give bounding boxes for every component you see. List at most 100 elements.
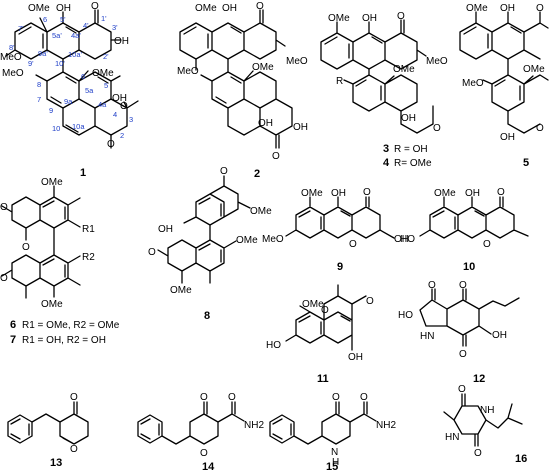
compound-2-ome-label: OMe (195, 3, 217, 14)
compound-16-nh-label: NH (480, 405, 494, 416)
compound-1-ring-d (46, 71, 80, 109)
compound-2-rings-bottom (195, 58, 293, 149)
compound-3-label: 3 (383, 143, 389, 155)
atom-number: 3' (112, 23, 118, 32)
compound-12-structure: O O HO HN OH O 12 (398, 280, 520, 385)
compound-5-rings-top (459, 11, 549, 60)
compound-5-label: 5 (523, 157, 529, 169)
compound-11-ome-label: OMe (302, 299, 324, 310)
compound-9-ome-label: OMe (301, 188, 323, 199)
compound-2-structure: OMe OH O MeO OMe OH OH O 2 (177, 1, 308, 180)
compound-6-7-r1-label: R1 (82, 224, 95, 235)
compound-13-o-label-2: O (70, 444, 78, 455)
atom-number: 5 (104, 81, 108, 90)
compound-1-substituents (5, 11, 122, 73)
compound-12-ho-label: HO (398, 310, 413, 321)
compound-10-rings (419, 196, 529, 239)
compound-13-structure: O O 13 (7, 392, 89, 469)
compound-6-7-o-label-3: O (0, 273, 8, 284)
compound-5-rings-bottom (482, 58, 549, 134)
compound-2-label: 2 (254, 168, 260, 180)
atom-number: 8' (9, 43, 15, 52)
compound-8-ome-label-2: OMe (236, 235, 258, 246)
compound-5-oh-label: OH (500, 3, 515, 14)
compound-14-o-label-3: O (200, 448, 208, 459)
compound-1-o-label-2: O (120, 101, 128, 112)
compound-2-rings-top (179, 9, 286, 60)
compound-16-hn-label: HN (445, 432, 459, 443)
compound-3-4-meo-label: MeO (286, 56, 308, 67)
compound-11-oh-label: OH (348, 352, 363, 363)
compound-13-pyrone (31, 401, 89, 445)
compound-1-numbering: 6 5' 4' 4a' 3' 2' 7' 8' 9' 9a' 10' 10a' … (9, 14, 133, 140)
compound-1-label: 1 (80, 167, 86, 179)
compound-13-label: 13 (50, 457, 62, 469)
compound-11-ho-label: HO (266, 340, 281, 351)
compound-6-7-o-label-2: O (22, 242, 30, 253)
compound-9-structure: OMe OH O MeO O OH 9 (262, 187, 409, 273)
atom-number: 5' (60, 15, 66, 24)
compound-15-o-label: O (332, 392, 340, 403)
compound-1-ome-label: OMe (28, 3, 50, 14)
compound-1-lower-subs (35, 70, 121, 149)
atom-number: 4' (83, 21, 89, 30)
compound-10-o-label-2: O (483, 239, 491, 250)
atom-number: 7 (37, 95, 41, 104)
compound-11-o-label-2: O (366, 296, 374, 307)
compound-2-o-label: O (256, 1, 264, 12)
compound-12-label: 12 (473, 373, 485, 385)
compound-3-4-oh-label: OH (362, 13, 377, 24)
compound-5-ome-label: OMe (466, 3, 488, 14)
compound-8-upper-coumarin (183, 175, 251, 241)
compound-3-rgroup: R = OH (394, 144, 428, 155)
compound-12-hn-label: HN (420, 331, 434, 342)
compound-8-o-label: O (220, 166, 228, 177)
compound-5-ome-label-2: OMe (523, 64, 545, 75)
compound-1-o-label-3: O (107, 139, 115, 150)
atom-number: 3 (129, 115, 133, 124)
compound-4-label: 4 (383, 157, 390, 169)
compound-8-structure: O OMe OH OMe O OMe 8 (148, 166, 272, 322)
compound-16-o-label: O (458, 384, 466, 395)
compound-5-meo-label: MeO (426, 56, 448, 67)
compound-3-4-o-label-2: O (433, 123, 441, 134)
compound-12-rings (419, 288, 520, 347)
atom-number: 9' (28, 59, 34, 68)
compound-6-7-ome-label: OMe (41, 177, 63, 188)
compound-5-meo-label-2: MeO (462, 78, 484, 89)
compound-2-o-label-2: O (272, 151, 280, 162)
compound-1-ome-label-2: OMe (92, 68, 114, 79)
compound-1-oh-label: OH (56, 3, 71, 14)
compound-12-o-label: O (459, 280, 467, 291)
compound-8-ome-label-3: OMe (170, 285, 192, 296)
atom-number: 9a (64, 97, 73, 106)
compound-8-oh-label: OH (158, 224, 173, 235)
compound-6-7-lower-coumarin (1, 227, 81, 299)
compound-8-lower-coumarin (157, 239, 237, 284)
compound-9-o-label-2: O (349, 239, 357, 250)
compound-15-benzene (269, 414, 295, 444)
compound-16-o-label-2: O (474, 448, 482, 459)
compound-11-structure: OMe O O HO OH 11 (266, 284, 374, 385)
compound-1-oh-label-2: OH (114, 36, 129, 47)
atom-number: 10 (52, 124, 60, 133)
compound-5-o-label-2: O (536, 123, 544, 134)
compound-15-structure: O O N H NH2 15 (269, 392, 396, 471)
compound-1-pyranone (94, 98, 139, 136)
compound-5-oh-label-2: OH (500, 132, 515, 143)
compound-12-oh-label: OH (492, 330, 507, 341)
atom-number: 4a (98, 100, 107, 109)
atom-number: 10a' (68, 50, 83, 59)
compound-5-structure: OMe OH O MeO MeO OMe OH O 5 (426, 3, 549, 169)
compound-8-label: 8 (204, 310, 210, 322)
compound-3-4-oh-label-2: OH (401, 113, 416, 124)
compound-10-ho-label: HO (400, 234, 415, 245)
compound-16-label: 16 (515, 453, 527, 465)
compound-9-oh-label: OH (331, 188, 346, 199)
compound-1-o-label-1: O (91, 1, 99, 12)
atom-number: 2' (103, 52, 109, 61)
compound-10-oh-label: OH (465, 188, 480, 199)
compound-1-ring-f (62, 107, 96, 136)
